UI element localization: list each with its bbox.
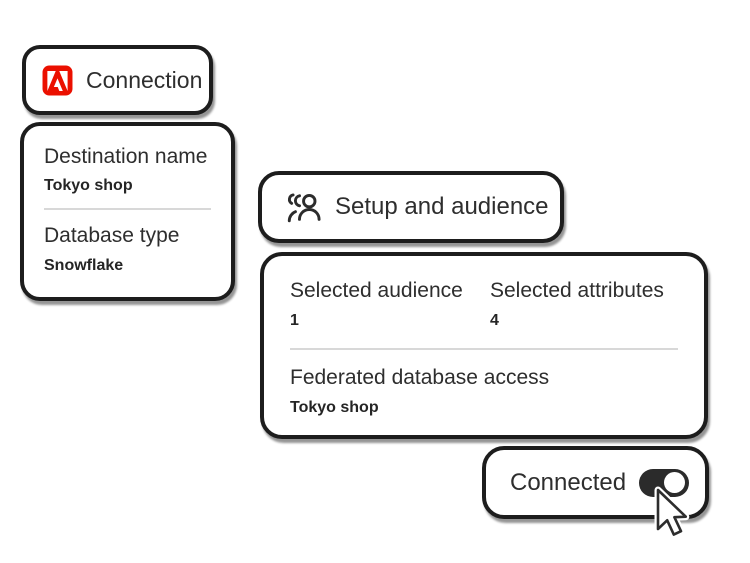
divider [44,208,211,211]
connected-toggle-switch[interactable] [639,468,689,497]
database-type-label: Database type [44,224,180,248]
selected-audience-value: 1 [290,312,299,330]
connected-label: Connected [510,468,627,496]
selected-audience-label: Selected audience [290,279,463,302]
divider [290,348,678,351]
adobe-logo-icon [42,65,73,95]
selected-audience-stat: Selected audience 1 [290,278,490,330]
connection-chip[interactable]: Connection [22,45,213,115]
federated-access-value: Tokyo shop [290,398,379,416]
selected-attributes-label: Selected attributes [490,279,664,302]
setup-audience-chip[interactable]: Setup and audience [258,171,564,243]
toggle-knob [664,472,685,493]
connection-details-card: Destination name Tokyo shop Database typ… [20,122,235,301]
arrow-cursor-icon [654,486,690,539]
setup-details-card: Selected audience 1 Selected attributes … [260,252,708,439]
connection-chip-label: Connection [86,66,203,93]
federated-access-label: Federated database access [290,366,550,390]
selected-attributes-stat: Selected attributes 4 [490,278,678,330]
database-type-value: Snowflake [44,256,124,274]
setup-audience-chip-label: Setup and audience [335,193,549,220]
destination-name-value: Tokyo shop [44,177,133,195]
audience-icon [287,192,321,222]
selected-attributes-value: 4 [490,312,499,330]
destination-name-label: Destination name [44,145,208,168]
stats-row: Selected audience 1 Selected attributes … [290,278,678,330]
